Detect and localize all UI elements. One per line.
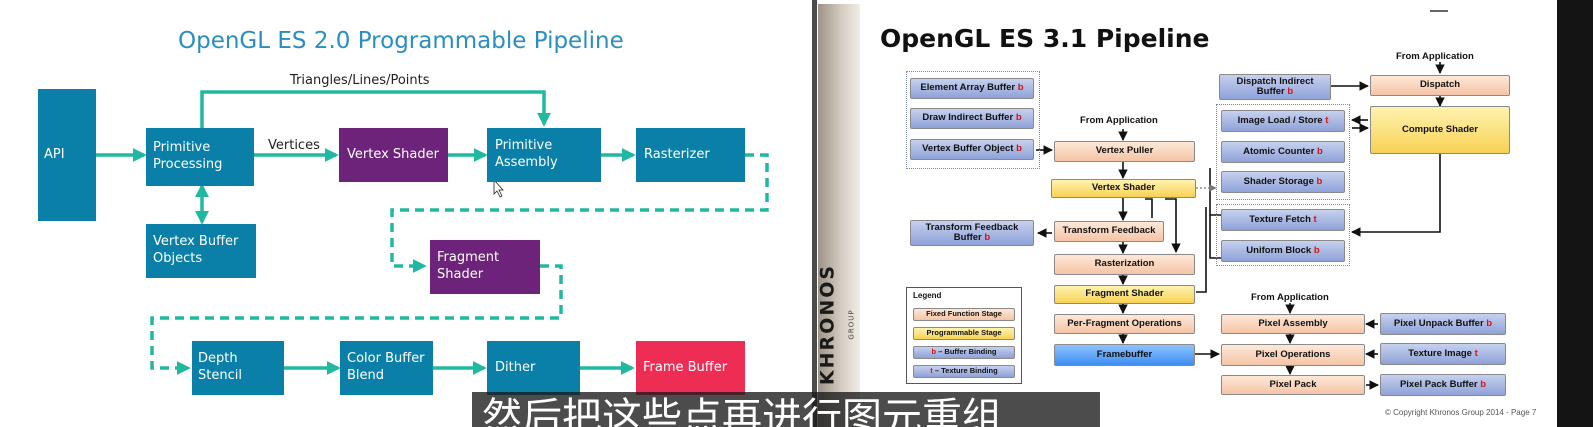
from-application-label: From Application bbox=[1080, 115, 1158, 126]
legend-buffer-binding: b – Buffer Binding bbox=[913, 346, 1015, 359]
legend-texture-binding: t – Texture Binding bbox=[913, 365, 1015, 378]
image-load-store: Image Load / Store t bbox=[1221, 110, 1345, 132]
node-fragment-shader: Fragment Shader bbox=[430, 240, 540, 294]
node-depth-stencil: Depth Stencil bbox=[192, 341, 284, 395]
shader-storage: Shader Storage b bbox=[1221, 171, 1345, 193]
edge-label-vertices: Vertices bbox=[268, 138, 320, 153]
khronos-strip: KHRONOS GROUP bbox=[817, 4, 860, 427]
pixel-operations: Pixel Operations bbox=[1221, 344, 1365, 366]
arrow-fragment-to-depth-dashed bbox=[150, 264, 563, 375]
from-application-compute: From Application bbox=[1396, 51, 1474, 62]
resource-group-2 bbox=[1216, 204, 1350, 266]
window-minimize-icon[interactable] bbox=[1430, 2, 1448, 12]
vertex-buffer-object: Vertex Buffer Object b bbox=[910, 139, 1034, 160]
framebuffer-stage: Framebuffer bbox=[1054, 344, 1195, 366]
uniform-block: Uniform Block b bbox=[1221, 240, 1345, 262]
arrow-pp-to-pa-top bbox=[200, 90, 551, 128]
pixel-unpack-buffer: Pixel Unpack Buffer b bbox=[1380, 313, 1506, 335]
compute-shader-stage: Compute Shader bbox=[1370, 106, 1510, 154]
node-color-buffer-blend: Color Buffer Blend bbox=[340, 341, 433, 395]
mouse-cursor bbox=[493, 178, 504, 198]
resource-group-1 bbox=[1216, 104, 1350, 200]
pixel-pack: Pixel Pack bbox=[1221, 375, 1365, 395]
right-slide-title: OpenGL ES 3.1 Pipeline bbox=[880, 24, 1210, 53]
vertex-shader-stage: Vertex Shader bbox=[1051, 179, 1196, 198]
from-application-pixel: From Application bbox=[1251, 292, 1329, 303]
node-primitive-processing: Primitive Processing bbox=[146, 128, 254, 186]
fragment-shader-stage: Fragment Shader bbox=[1054, 285, 1195, 304]
legend-title: Legend bbox=[913, 291, 942, 300]
node-api: API bbox=[38, 89, 96, 221]
left-slide-title: OpenGL ES 2.0 Programmable Pipeline bbox=[178, 28, 624, 54]
copyright-text: © Copyright Khronos Group 2014 - Page 7 bbox=[1385, 408, 1537, 417]
arrow-rast-to-fragment-dashed bbox=[390, 153, 769, 273]
dispatch-indirect-buffer: Dispatch Indirect Buffer b bbox=[1219, 74, 1331, 100]
dispatch-stage: Dispatch bbox=[1370, 75, 1510, 96]
node-vertex-buffer-objects: Vertex Buffer Objects bbox=[146, 224, 256, 278]
node-primitive-assembly: Primitive Assembly bbox=[487, 128, 601, 182]
atomic-counter: Atomic Counter b bbox=[1221, 141, 1345, 163]
pixel-pack-buffer: Pixel Pack Buffer b bbox=[1380, 374, 1506, 396]
edge-label-triangles: Triangles/Lines/Points bbox=[290, 73, 430, 88]
texture-fetch: Texture Fetch t bbox=[1221, 209, 1345, 231]
pixel-assembly: Pixel Assembly bbox=[1221, 314, 1365, 334]
node-frame-buffer: Frame Buffer bbox=[636, 341, 745, 395]
slide-divider bbox=[812, 0, 817, 427]
vertex-puller: Vertex Puller bbox=[1054, 141, 1195, 162]
draw-indirect-buffer: Draw Indirect Buffer b bbox=[910, 108, 1034, 129]
right-edge-dark bbox=[1557, 0, 1593, 427]
buffer-group-left bbox=[906, 71, 1040, 169]
legend-fixed-function: Fixed Function Stage bbox=[913, 308, 1015, 321]
legend-programmable: Programmable Stage bbox=[913, 327, 1015, 340]
per-fragment-operations: Per-Fragment Operations bbox=[1054, 314, 1195, 334]
texture-image: Texture Image t bbox=[1380, 343, 1506, 365]
node-rasterizer: Rasterizer bbox=[636, 128, 745, 182]
node-vertex-shader: Vertex Shader bbox=[339, 128, 448, 182]
legend-box: Legend Fixed Function Stage Programmable… bbox=[906, 287, 1022, 384]
node-dither: Dither bbox=[487, 341, 580, 395]
subtitle-box: 然后把这些点再进行图元重组 bbox=[472, 392, 1100, 427]
es2-arrows bbox=[96, 90, 769, 375]
transform-feedback-stage: Transform Feedback bbox=[1054, 221, 1164, 242]
element-array-buffer: Element Array Buffer b bbox=[910, 78, 1034, 99]
transform-feedback-buffer: Transform Feedback Buffer b bbox=[910, 220, 1034, 246]
subtitle-text: 然后把这些点再进行图元重组 bbox=[482, 395, 1002, 427]
rasterization-stage: Rasterization bbox=[1054, 254, 1195, 275]
